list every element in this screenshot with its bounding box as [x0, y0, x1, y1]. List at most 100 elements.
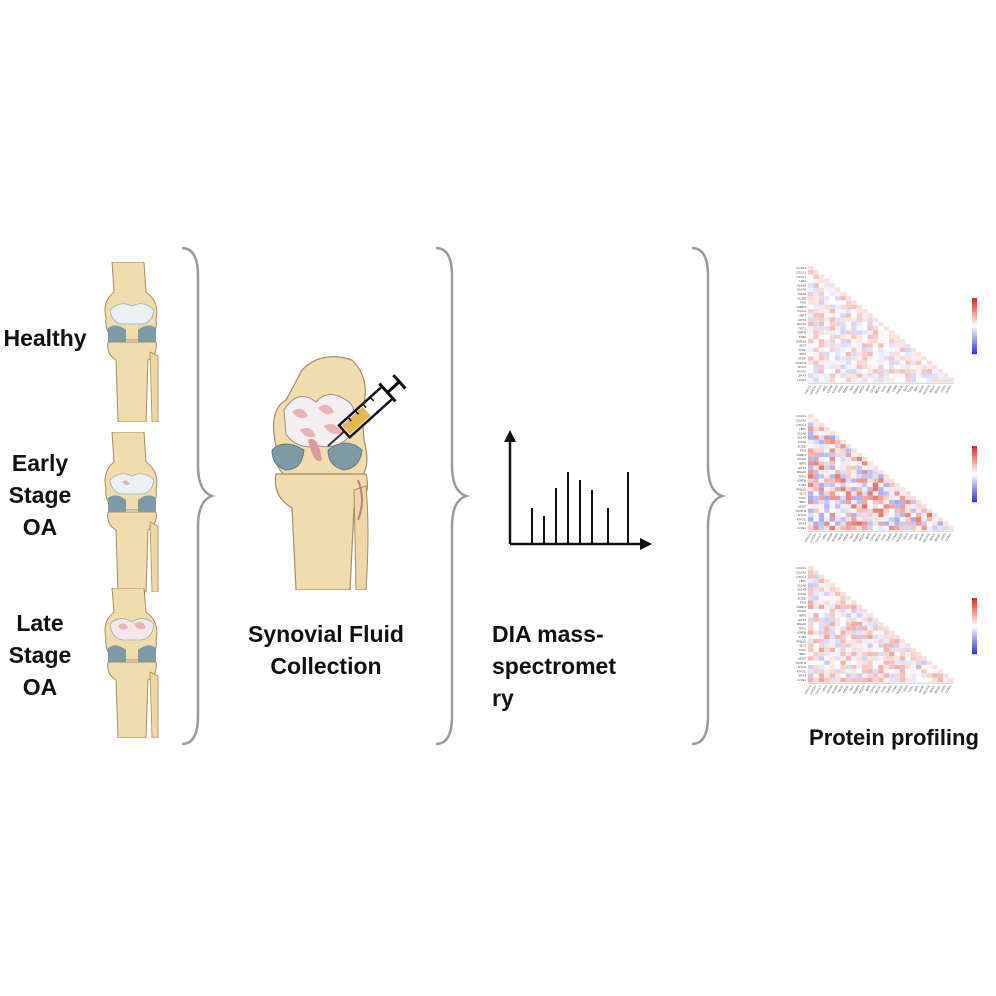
heatmap-cell [905, 513, 910, 517]
heatmap-cell [905, 361, 910, 365]
heatmap-cell [878, 361, 883, 365]
heatmap-cell [824, 279, 829, 283]
heatmap-cell [835, 622, 840, 626]
heatmap-cell [830, 361, 835, 365]
heatmap-cell [835, 296, 840, 300]
heatmap-cell [813, 356, 818, 360]
heatmap-cell [808, 669, 813, 673]
heatmap-cell [867, 509, 872, 513]
heatmap-cell [862, 500, 867, 504]
heatmap-cell [824, 440, 829, 444]
heatmap-cell [867, 361, 872, 365]
heatmap-cell [835, 609, 840, 613]
heatmap-cell [900, 504, 905, 508]
heatmap-cell [900, 648, 905, 652]
heatmap-cell [824, 639, 829, 643]
heatmap-cell [846, 352, 851, 356]
heatmap-cell [878, 479, 883, 483]
heatmap-cell [835, 613, 840, 617]
heatmap-cell [813, 588, 818, 592]
heatmap-cell [889, 678, 894, 682]
heatmap-cell [819, 491, 824, 495]
heatmap-cell [824, 588, 829, 592]
heatmap-cell [830, 339, 835, 343]
heatmap-cell [900, 378, 905, 382]
heatmap-cell [889, 522, 894, 526]
heatmap-cell [819, 292, 824, 296]
colorbar-segment [972, 480, 977, 482]
heatmap-cell [830, 665, 835, 669]
heatmap-cell [819, 326, 824, 330]
heatmap-cell [824, 631, 829, 635]
heatmap-cell [808, 365, 813, 369]
colorbar-segment [972, 644, 977, 646]
colorbar-segment [972, 650, 977, 652]
heatmap-cell [894, 656, 899, 660]
heatmap-cell [867, 487, 872, 491]
heatmap-cell [813, 348, 818, 352]
heatmap-cell [862, 343, 867, 347]
heatmap-cell [824, 378, 829, 382]
heatmap-cell [884, 491, 889, 495]
heatmap-cell [819, 622, 824, 626]
heatmap-cell [819, 431, 824, 435]
heatmap-cell [835, 378, 840, 382]
heatmap-cell [873, 622, 878, 626]
heatmap-cell [813, 423, 818, 427]
heatmap-cell [851, 352, 856, 356]
heatmap-cell [862, 331, 867, 335]
heatmap-cell [824, 483, 829, 487]
heatmap-cell [905, 496, 910, 500]
heatmap-cell [851, 513, 856, 517]
heatmap-cell [905, 643, 910, 647]
heatmap-cell [851, 365, 856, 369]
heatmap-cell [873, 339, 878, 343]
heatmap-cell [878, 661, 883, 665]
heatmap-cell [808, 487, 813, 491]
heatmap-cell [813, 431, 818, 435]
heatmap-cell [867, 483, 872, 487]
heatmap-cell [824, 596, 829, 600]
heatmap-cell [813, 283, 818, 287]
heatmap-cell [830, 496, 835, 500]
heatmap-cell [808, 436, 813, 440]
colorbar-segment [972, 454, 977, 456]
heatmap-cell [808, 479, 813, 483]
heatmap-cell [851, 631, 856, 635]
heatmap-cell [846, 457, 851, 461]
heatmap-cell [840, 361, 845, 365]
heatmap-cell [813, 270, 818, 274]
heatmap-cell [808, 266, 813, 270]
stage-label-late-oa: Late Stage OA [0, 607, 80, 703]
colorbar-segment [972, 600, 977, 602]
heatmap-cell [830, 509, 835, 513]
heatmap-cell [857, 648, 862, 652]
heatmap-cell [840, 609, 845, 613]
heatmap-cell [813, 622, 818, 626]
heatmap-cell [846, 483, 851, 487]
heatmap-cell [889, 526, 894, 530]
heatmap-cell [819, 453, 824, 457]
heatmap-cell [884, 669, 889, 673]
heatmap-cell [819, 279, 824, 283]
heatmap-cell [873, 656, 878, 660]
heatmap-cell [911, 374, 916, 378]
colorbar-segment [972, 298, 977, 300]
heatmap-cell [884, 635, 889, 639]
heatmap-cell [840, 648, 845, 652]
colorbar-segment [972, 318, 977, 320]
heatmap-cell [846, 361, 851, 365]
heatmap-cell [846, 466, 851, 470]
heatmap-cell [840, 339, 845, 343]
heatmap-cell [862, 496, 867, 500]
heatmap-cell [851, 461, 856, 465]
heatmap-cell [830, 444, 835, 448]
colorbar-segment [972, 620, 977, 622]
heatmap-cell [873, 348, 878, 352]
heatmap-cell [824, 453, 829, 457]
heatmap-cell [851, 343, 856, 347]
heatmap-cell [819, 613, 824, 617]
knee-early-oa-illustration [100, 432, 164, 592]
heatmap-cell [873, 665, 878, 669]
colorbar-segment [972, 608, 977, 610]
